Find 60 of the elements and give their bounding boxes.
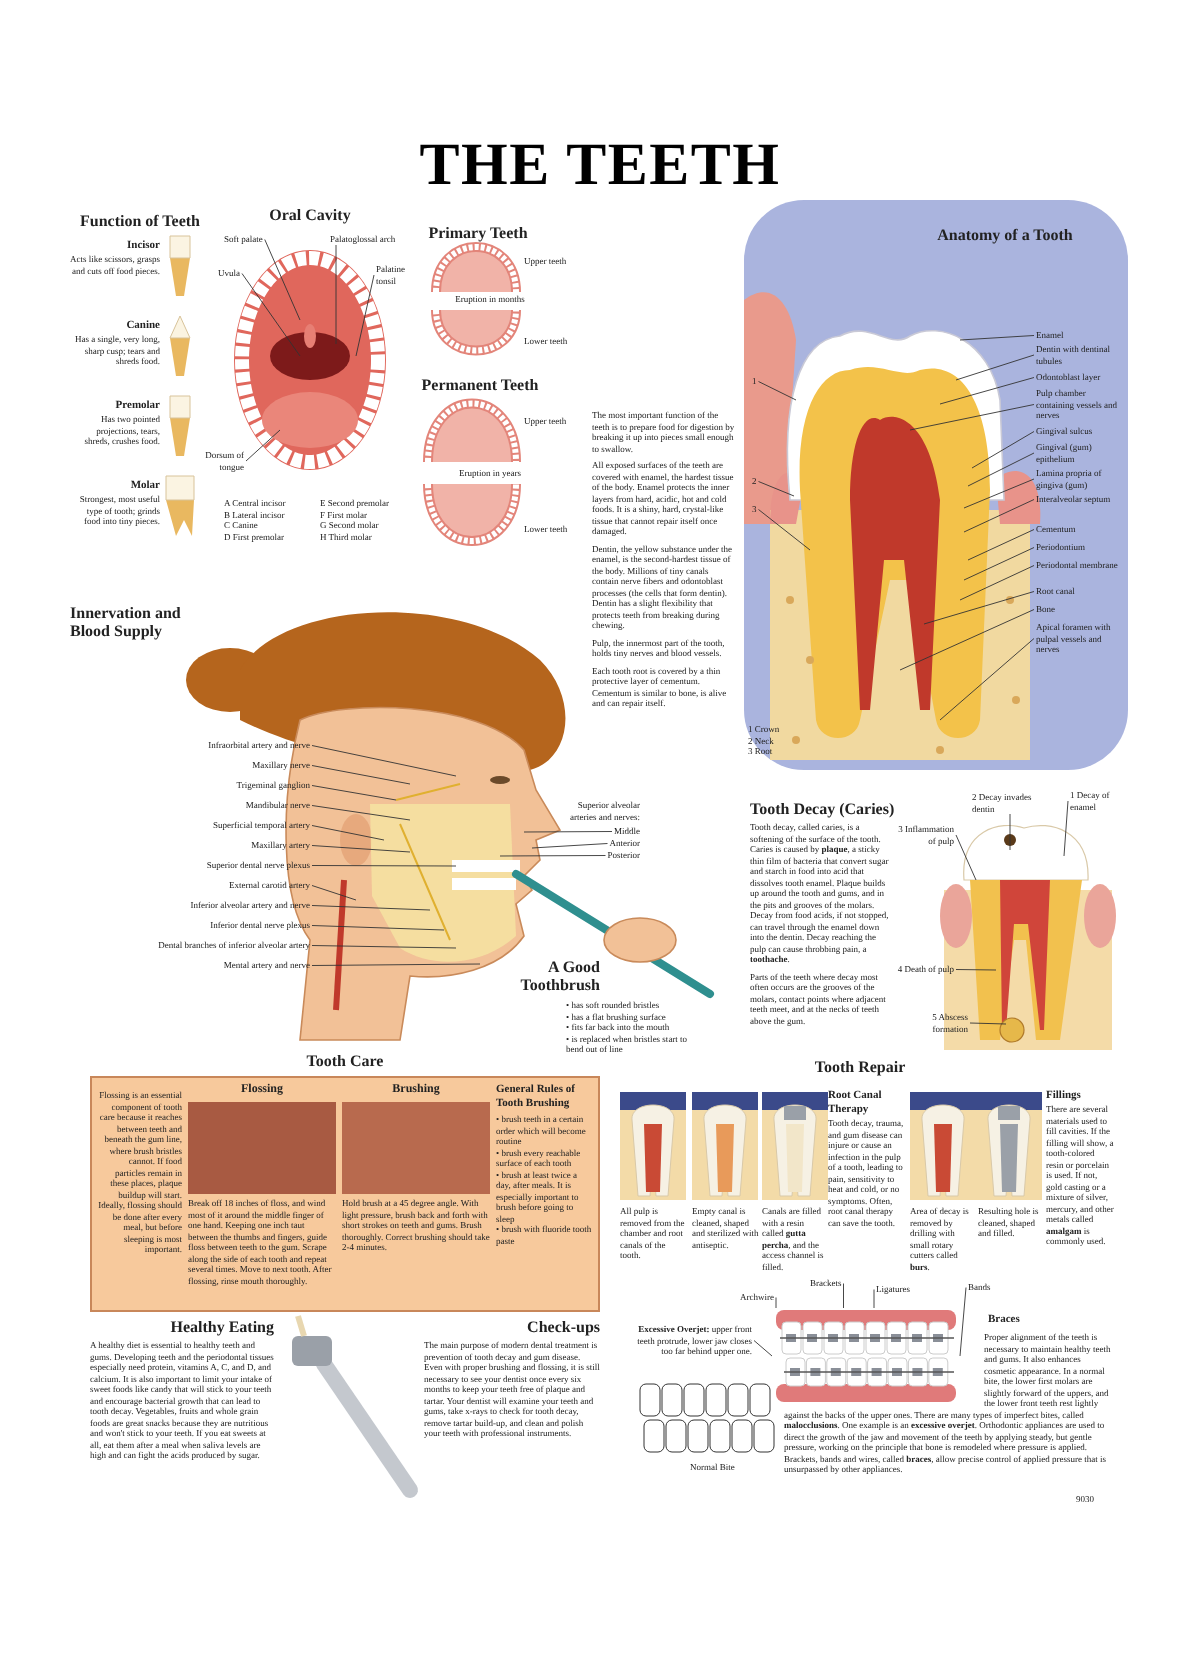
leader-line [939,638,1035,721]
leader-line [955,354,1035,381]
leader-line [311,785,397,801]
leader-line [909,404,1035,431]
leader-line [955,834,977,881]
leader-line [959,565,1035,601]
leader-line [967,529,1035,561]
leader-line [311,765,411,785]
leader-line [971,431,1035,469]
leader-line [843,1283,844,1309]
leader-line [939,377,1035,405]
leader-line [959,1287,967,1357]
leader-line [311,865,457,867]
page-title: THE TEETH [417,132,783,200]
section-heading: Healthy Eating [170,1318,274,1336]
leader-line [531,843,608,849]
leader-line [758,509,811,551]
leader-line [775,1297,777,1309]
section-heading: Tooth Decay (Caries) [750,800,895,818]
section-heading: Anatomy of a Tooth [935,226,1075,244]
leader-line [499,855,606,857]
leader-line [245,429,281,462]
leader-line [959,335,1035,341]
leader-line [758,481,795,497]
leader-line [963,478,1035,509]
section-heading: Tooth Repair [812,1058,908,1076]
leader-line [923,591,1035,625]
leader-line [967,452,1035,487]
leader-line [311,805,411,821]
leader-line [311,825,385,841]
section-heading: Innervation and Blood Supply [70,604,183,640]
leader-line [963,547,1035,581]
section-heading: Permanent Teeth [419,376,541,394]
section-heading: Check-ups [527,1318,600,1336]
section-heading: Tooth Care [306,1052,384,1072]
leader-line [311,885,357,901]
leader-line [311,905,431,911]
leader-line [758,381,797,401]
leader-line [264,239,301,321]
braces-drawing [774,1308,958,1404]
leader-line [1063,800,1069,857]
section-heading: Oral Cavity [267,206,353,224]
leader-line [311,963,481,966]
leader-line [969,1022,1007,1025]
leader-line [1009,813,1011,851]
leader-line [753,1340,773,1357]
leader-line [311,945,457,949]
leader-line [241,273,301,357]
section-heading: A Good Toothbrush [518,958,600,994]
leader-line [523,831,613,833]
section-heading: Function of Teeth [79,212,200,230]
leader-line [311,745,457,777]
leader-line [873,1289,875,1309]
leader-line [963,499,1035,533]
leader-line [955,969,997,971]
leader-line [355,274,375,357]
leader-line [311,845,411,853]
leader-line [899,609,1035,671]
section-heading: Primary Teeth [426,224,530,242]
leader-line [311,925,445,931]
